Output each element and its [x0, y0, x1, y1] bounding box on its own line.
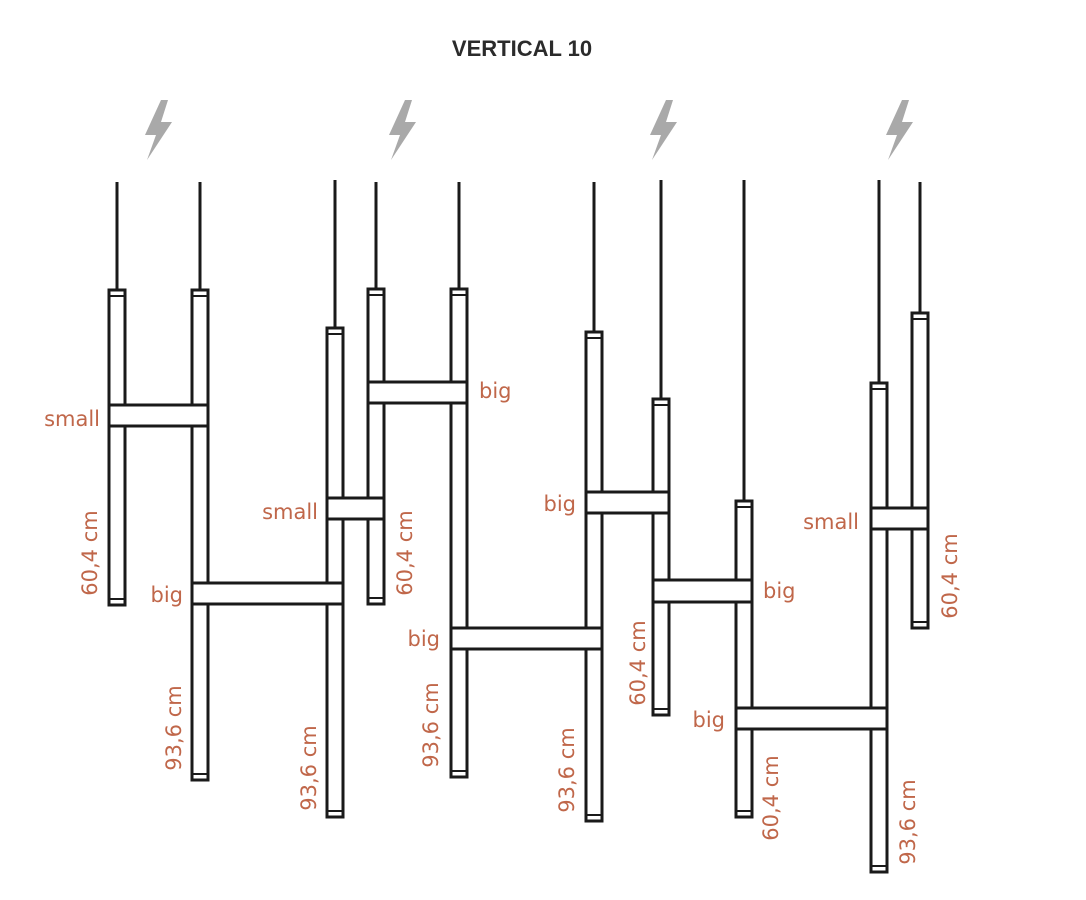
connector-bar [107, 403, 210, 428]
length-label: 93,6 cm [162, 685, 186, 770]
connector-label: small [262, 500, 318, 524]
tube-long [869, 381, 889, 874]
length-label: 60,4 cm [759, 755, 783, 840]
connector-bar [869, 506, 930, 531]
power-bolt-icon [886, 100, 913, 160]
connector-bar [651, 578, 754, 604]
connector-bar [449, 626, 604, 651]
length-label: 60,4 cm [393, 510, 417, 595]
connector-bar [734, 706, 889, 731]
power-bolt-icon [650, 100, 677, 160]
length-label: 93,6 cm [419, 682, 443, 767]
connector-label: small [803, 510, 859, 534]
length-labels: 60,4 cm 93,6 cm 93,6 cm 60,4 cm 93,6 cm … [78, 510, 962, 864]
tube-short [734, 499, 754, 819]
length-label: 93,6 cm [896, 779, 920, 864]
connector-label: big [763, 579, 796, 603]
cables [115, 180, 922, 501]
tube-short [107, 288, 127, 607]
connector-bar [325, 496, 386, 521]
connector-bar [366, 380, 469, 405]
connector-bar [584, 490, 671, 515]
connector-label: small [44, 407, 100, 431]
power-bolt-icon [389, 100, 416, 160]
tube-long [584, 330, 604, 823]
tube-long [449, 287, 469, 779]
length-label: 60,4 cm [78, 510, 102, 595]
connector-label: big [479, 379, 512, 403]
diagram-title: VERTICAL 10 [452, 36, 592, 61]
connector-bar [190, 581, 345, 606]
length-label: 93,6 cm [555, 727, 579, 812]
connector-labels: small big small big big big big big smal… [44, 379, 859, 732]
length-label: 60,4 cm [626, 620, 650, 705]
connector-label: big [408, 627, 441, 651]
connector-label: big [693, 708, 726, 732]
tubes [107, 287, 930, 874]
tube-long [325, 326, 345, 819]
power-bolt-icon [145, 100, 172, 160]
tube-short [910, 311, 930, 630]
length-label: 93,6 cm [297, 725, 321, 810]
connector-label: big [151, 583, 184, 607]
connectors [107, 380, 930, 731]
tube-long [190, 288, 210, 782]
connector-label: big [544, 492, 577, 516]
length-label: 60,4 cm [938, 533, 962, 618]
tube-short [366, 287, 386, 606]
tube-short [651, 397, 671, 717]
